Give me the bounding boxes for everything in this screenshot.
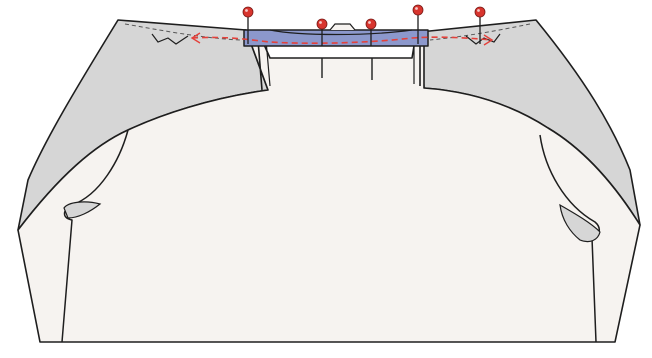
pin-head: [413, 5, 423, 15]
pin-highlight: [368, 21, 371, 24]
pin-highlight: [477, 9, 480, 12]
pin-head: [317, 19, 327, 29]
pin-highlight: [319, 21, 322, 24]
pin-head: [475, 7, 485, 17]
pin-head: [366, 19, 376, 29]
pin-highlight: [415, 7, 418, 10]
binding-notch: [330, 24, 355, 30]
pin-head: [243, 7, 253, 17]
pin-highlight: [245, 9, 248, 12]
